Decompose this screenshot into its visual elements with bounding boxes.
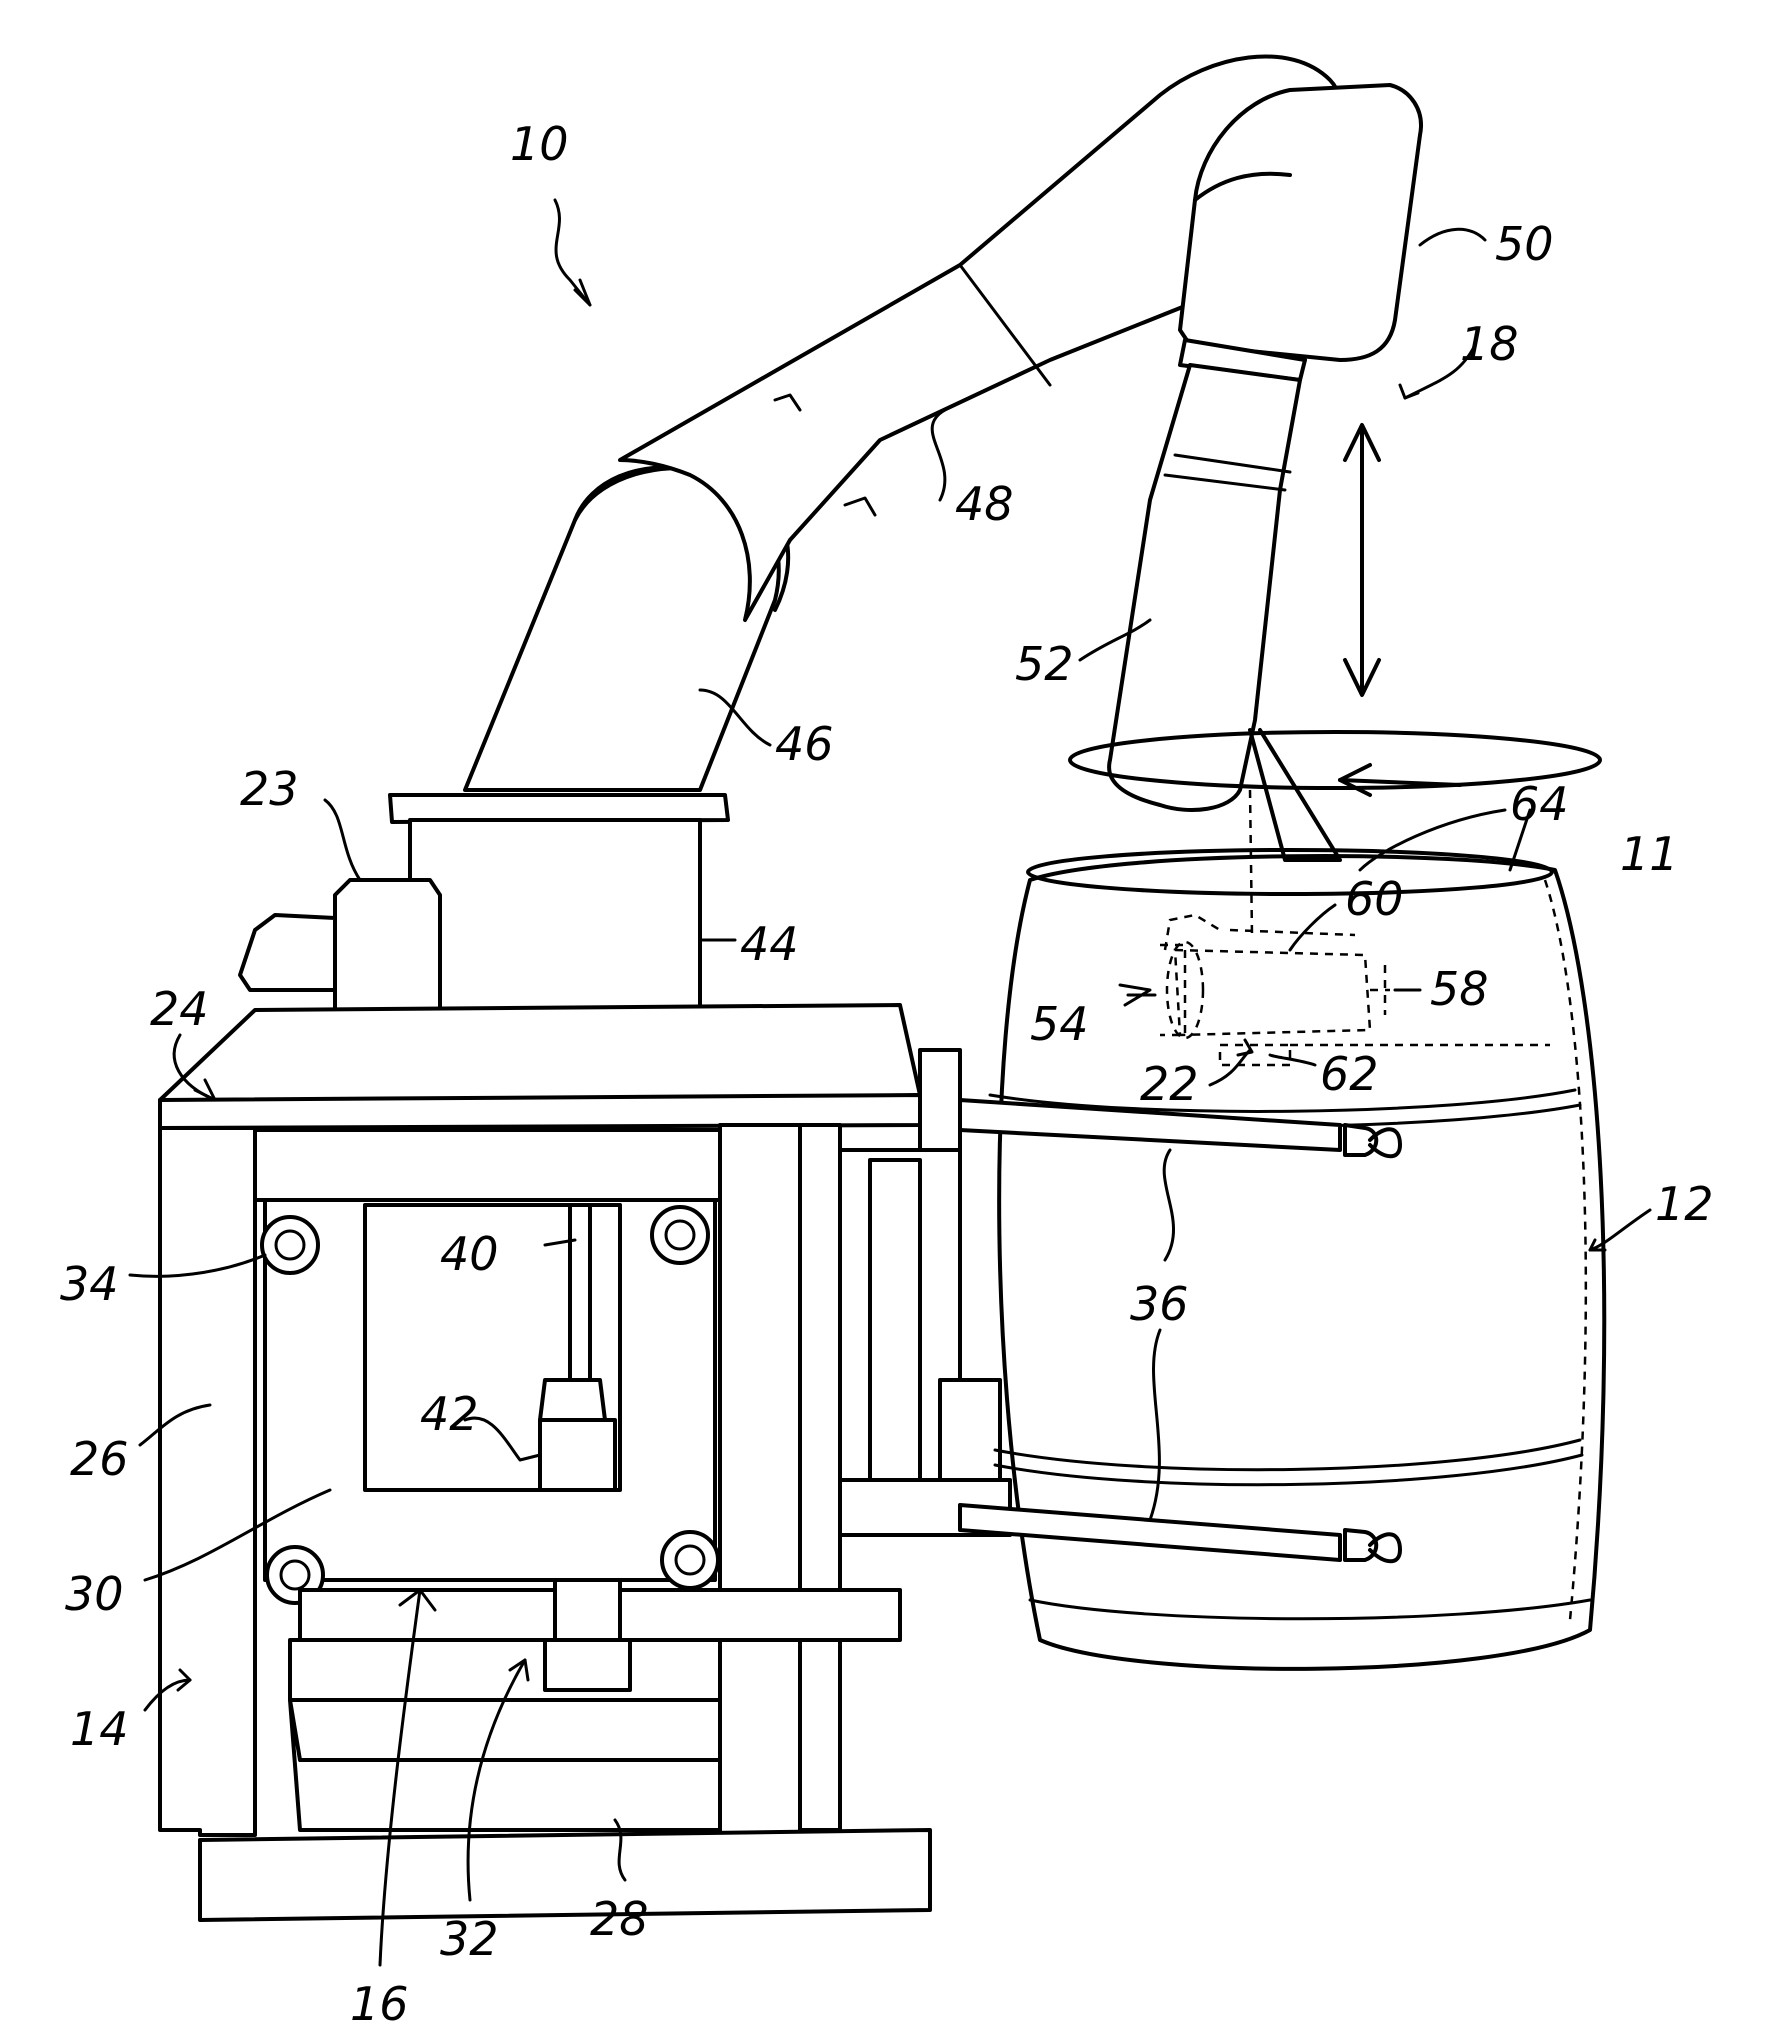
label-12: 12 (1655, 1177, 1714, 1231)
label-32: 32 (440, 1912, 499, 1966)
barrel-12 (960, 730, 1604, 1669)
label-46: 46 (775, 717, 834, 771)
label-42: 42 (420, 1387, 479, 1441)
wheel-top-right (652, 1207, 708, 1263)
wheel-bottom-right (662, 1532, 718, 1588)
base-frame (160, 795, 1010, 1920)
wheel-top-left (262, 1217, 318, 1273)
label-62: 62 (1320, 1047, 1379, 1101)
label-64: 64 (1510, 777, 1569, 831)
label-16: 16 (350, 1977, 409, 2031)
label-18: 18 (1460, 317, 1519, 371)
label-58: 58 (1430, 962, 1489, 1016)
label-28: 28 (590, 1892, 649, 1946)
label-44: 44 (740, 917, 799, 971)
label-24: 24 (150, 982, 209, 1036)
label-40: 40 (440, 1227, 499, 1281)
label-11: 11 (1620, 827, 1679, 881)
label-23: 23 (240, 762, 299, 816)
leg-26 (160, 1128, 255, 1835)
label-30: 30 (65, 1567, 124, 1621)
label-14: 14 (70, 1702, 129, 1756)
label-60: 60 (1345, 872, 1404, 926)
label-48: 48 (955, 477, 1014, 531)
label-10: 10 (510, 117, 569, 171)
label-22: 22 (1140, 1057, 1199, 1111)
base-28 (200, 1830, 930, 1920)
label-50: 50 (1495, 217, 1554, 271)
robot-arm (465, 56, 1600, 810)
label-36: 36 (1130, 1277, 1189, 1331)
label-54: 54 (1030, 997, 1089, 1051)
label-52: 52 (1015, 637, 1074, 691)
label-26: 26 (70, 1432, 129, 1486)
label-34: 34 (60, 1257, 119, 1311)
